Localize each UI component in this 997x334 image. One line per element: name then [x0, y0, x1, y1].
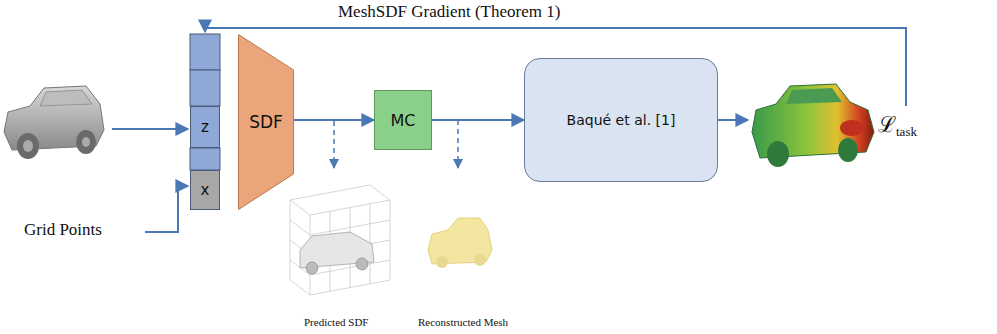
dashed-tap	[333, 121, 335, 168]
node-label: x	[201, 181, 210, 199]
caption-label: Predicted SDF	[304, 316, 368, 328]
latent-cell	[190, 148, 220, 170]
coord-cell: x	[190, 170, 220, 210]
input-car	[4, 86, 104, 159]
latent-cell	[190, 34, 220, 70]
node-label: Baqué et al. [1]	[567, 112, 676, 128]
simulator-box: Baqué et al. [1]	[524, 58, 718, 182]
loss-symbol: ℒ	[878, 108, 896, 138]
dashed-tap	[457, 120, 459, 168]
mc-box: MC	[374, 90, 432, 150]
latent-cell	[190, 70, 220, 106]
node-label: z	[201, 118, 209, 136]
loss-subscript: task	[896, 124, 917, 140]
sdf-grid	[290, 185, 390, 295]
reconstructed-mesh	[428, 218, 492, 268]
latent-cell: z	[190, 106, 220, 148]
input-label: Grid Points	[24, 220, 102, 240]
grid-arrow	[145, 186, 188, 232]
flow-arrow	[294, 119, 374, 121]
node-label: SDF	[249, 112, 283, 132]
node-label: MC	[391, 111, 416, 130]
sdf-network: SDF	[238, 34, 294, 210]
flow-arrow	[432, 119, 524, 121]
loop-title: MeshSDF Gradient (Theorem 1)	[335, 2, 563, 22]
output-arrow	[718, 119, 748, 121]
output-car	[752, 84, 874, 167]
caption-label: Reconstructed Mesh	[418, 316, 508, 328]
input-arrow	[112, 128, 188, 130]
